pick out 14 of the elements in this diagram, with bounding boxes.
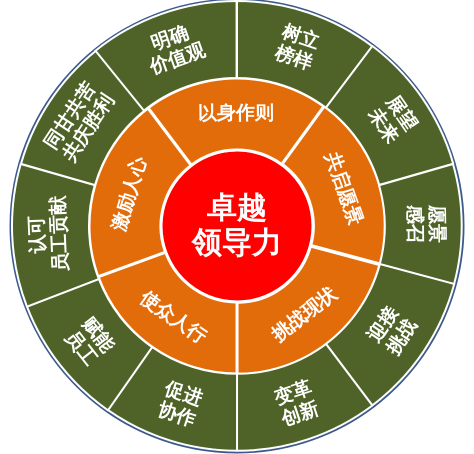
segment-label: 认可员工贡献 xyxy=(26,195,73,274)
segment-label: 展望未来 xyxy=(363,91,421,148)
segment-label: 明确价值观 xyxy=(146,20,208,79)
segment-label: 变革创新 xyxy=(272,378,322,431)
segment-label: 促进协作 xyxy=(156,378,206,432)
segment-label: 赋能员工 xyxy=(60,313,118,370)
segment-label: 以身作则 xyxy=(198,102,274,126)
segment-label: 使众人行 xyxy=(135,287,210,348)
segment-label: 愿景感召 xyxy=(402,205,447,244)
center-title: 卓越领导力 xyxy=(192,192,282,260)
segment-label: 迎接挑战 xyxy=(364,303,422,360)
segment-label: 树立榜样 xyxy=(272,20,322,74)
segment-label: 共启愿景 xyxy=(320,149,366,228)
segment-label: 挑战现状 xyxy=(268,283,342,347)
